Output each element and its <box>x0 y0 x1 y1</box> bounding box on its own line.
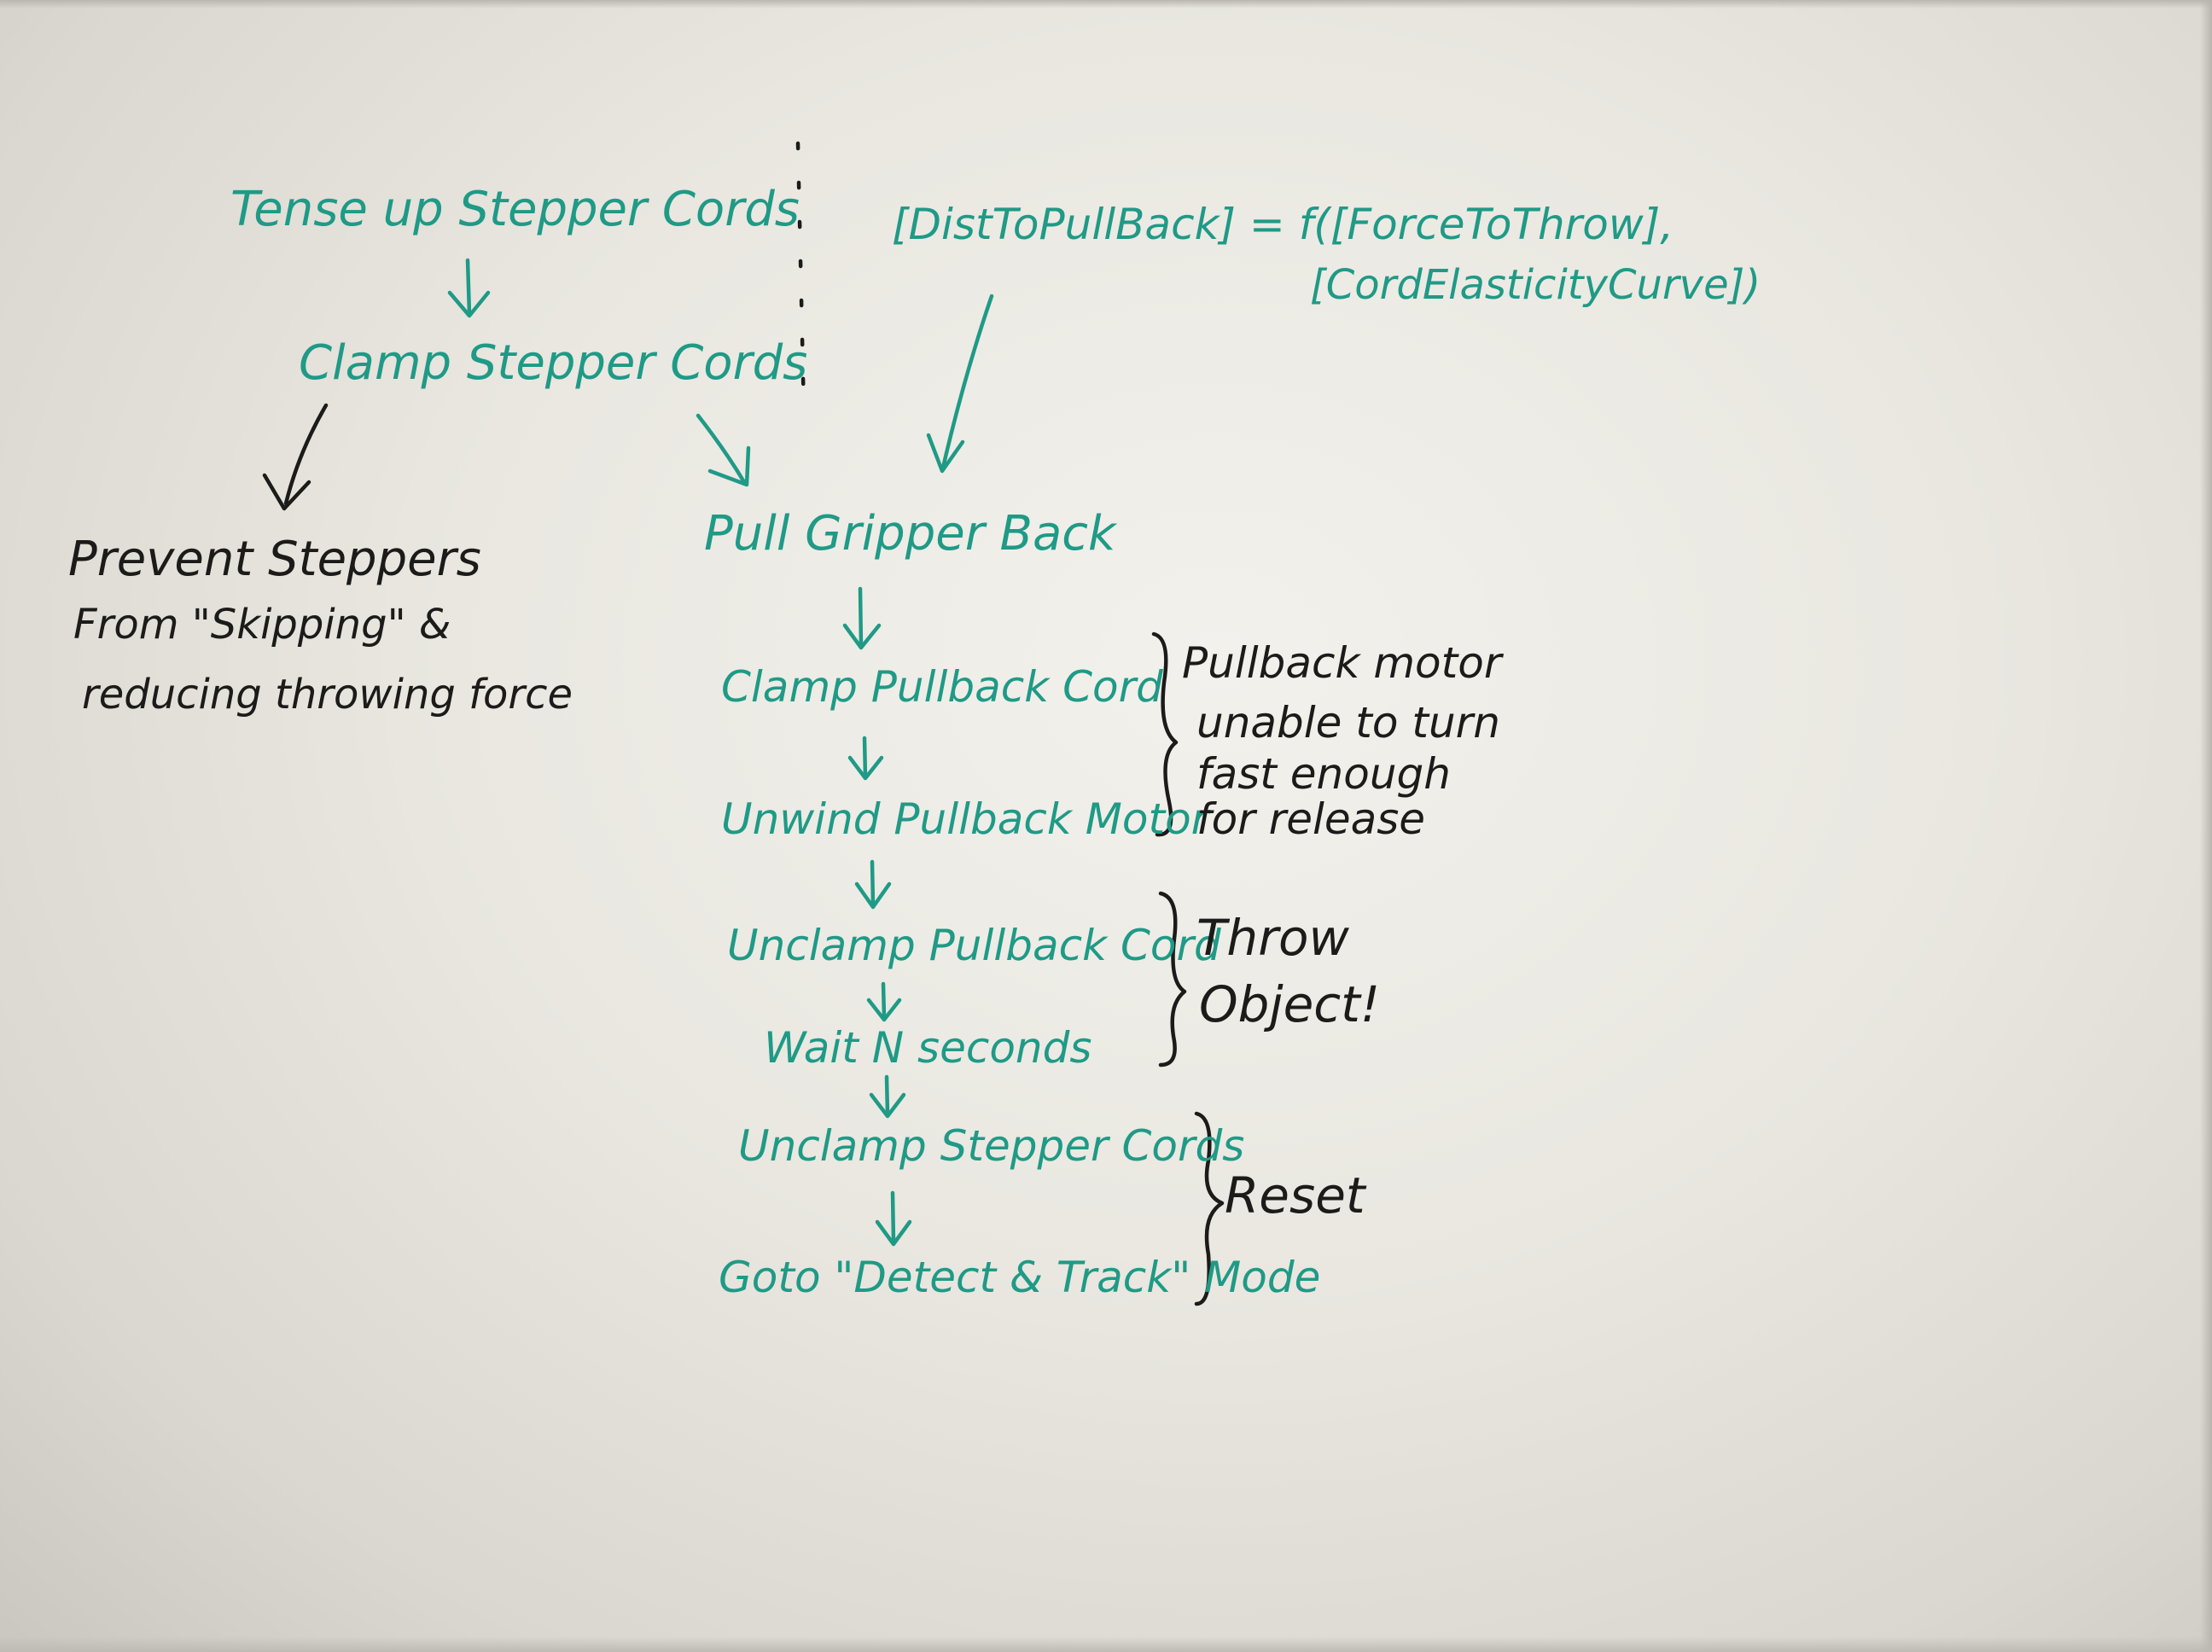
step-pull-gripper-back: Pull Gripper Back <box>704 506 1116 561</box>
dashed-divider <box>795 141 806 416</box>
arrow-clamp-to-prevent <box>262 403 329 511</box>
brace-reset <box>1194 1111 1225 1306</box>
arrow-tense-to-clamp <box>447 258 491 318</box>
note-pullback-line2: unable to turn <box>1196 698 1500 747</box>
step-unclamp-stepper-cords: Unclamp Stepper Cords <box>738 1121 1245 1171</box>
note-pullback-line4: for release <box>1196 794 1426 844</box>
brace-throw <box>1158 891 1187 1067</box>
step-unclamp-pullback-cord: Unclamp Pullback Cord <box>727 921 1221 970</box>
arrow-unclamp-to-goto <box>875 1190 912 1247</box>
formula-line2: [CordElasticityCurve]) <box>1310 261 1761 309</box>
note-throw-line1: Throw <box>1196 909 1349 967</box>
step-unwind-pullback-motor: Unwind Pullback Motor <box>721 794 1209 844</box>
step-goto-detect-track-mode: Goto "Detect & Track" Mode <box>719 1253 1321 1302</box>
arrow-unclamp-to-wait <box>866 981 902 1022</box>
arrow-wait-to-unclamp-steppers <box>869 1074 906 1119</box>
whiteboard-frame-right <box>2200 0 2212 1652</box>
arrow-clamp-to-unwind <box>847 736 884 781</box>
note-pullback-line1: Pullback motor <box>1182 638 1502 688</box>
note-pullback-line3: fast enough <box>1196 749 1451 799</box>
note-reset: Reset <box>1225 1166 1365 1224</box>
whiteboard-frame-bottom <box>0 1637 2212 1652</box>
arrow-pull-to-clamp-pullback <box>842 586 882 650</box>
note-prevent-line1: Prevent Steppers <box>68 532 481 587</box>
whiteboard-frame-top <box>0 0 2212 9</box>
step-clamp-stepper-cords: Clamp Stepper Cords <box>299 335 808 391</box>
formula-line1: [DistToPullBack] = f([ForceToThrow], <box>892 200 1674 249</box>
arrow-clamp-to-pull <box>696 413 751 487</box>
step-wait-n-seconds: Wait N seconds <box>764 1023 1092 1073</box>
brace-pullback <box>1151 631 1179 837</box>
step-clamp-pullback-cord: Clamp Pullback Cord <box>721 662 1163 712</box>
arrow-unwind-to-unclamp <box>854 859 892 910</box>
note-prevent-line2: From "Skipping" & <box>73 601 451 649</box>
note-prevent-line3: reducing throwing force <box>82 671 573 718</box>
note-throw-line2: Object! <box>1199 975 1381 1033</box>
arrow-formula-to-pull <box>926 294 994 474</box>
step-tense-stepper-cords: Tense up Stepper Cords <box>230 182 800 237</box>
